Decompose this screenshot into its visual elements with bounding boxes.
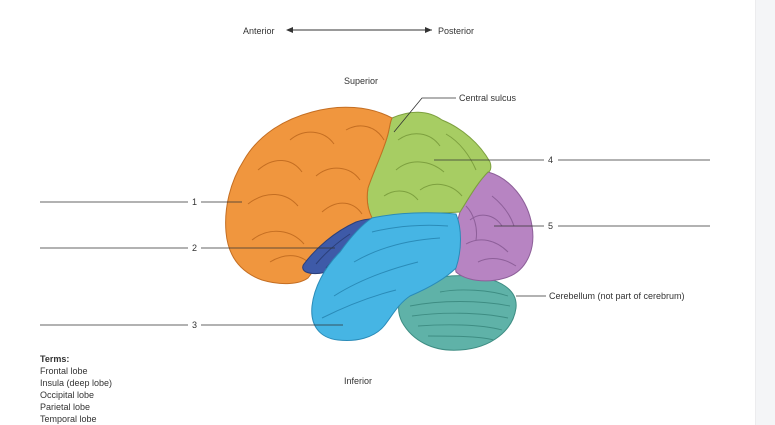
frontal-gyri xyxy=(247,125,385,267)
frontal-lobe xyxy=(225,106,393,285)
central-sulcus-leader xyxy=(393,97,456,133)
term-item: Frontal lobe xyxy=(40,366,88,376)
temporal-sulci xyxy=(321,224,449,319)
callout-number-5: 5 xyxy=(548,221,553,231)
brain-lobes-diagram: Anterior Posterior Superior Inferior Cen… xyxy=(40,26,710,386)
callout-3: 3 xyxy=(40,320,343,330)
terms-list: Terms: Frontal lobe Insula (deep lobe) O… xyxy=(40,353,112,425)
cerebellum xyxy=(398,275,517,351)
term-item: Temporal lobe xyxy=(40,414,97,424)
temporal-lobe xyxy=(311,212,461,341)
superior-label: Superior xyxy=(344,76,378,86)
callout-number-4: 4 xyxy=(548,155,553,165)
callout-number-3: 3 xyxy=(192,320,197,330)
callout-1: 1 xyxy=(40,197,242,207)
terms-heading: Terms: xyxy=(40,354,70,364)
inferior-label: Inferior xyxy=(344,376,372,386)
term-item: Occipital lobe xyxy=(40,390,95,400)
central-sulcus-label: Central sulcus xyxy=(459,93,517,103)
callout-5: 5 xyxy=(494,221,710,231)
callout-number-1: 1 xyxy=(192,197,197,207)
callout-4: 4 xyxy=(434,155,710,165)
callout-number-2: 2 xyxy=(192,243,197,253)
posterior-label: Posterior xyxy=(438,26,474,36)
anterior-label: Anterior xyxy=(243,26,275,36)
term-item: Insula (deep lobe) xyxy=(40,378,113,388)
callout-2: 2 xyxy=(40,243,335,253)
term-item: Parietal lobe xyxy=(40,402,91,412)
cerebellum-label: Cerebellum (not part of cerebrum) xyxy=(549,291,685,301)
occipital-gyri xyxy=(465,195,517,267)
vertical-scrollbar[interactable] xyxy=(755,0,775,425)
parietal-gyri xyxy=(383,133,477,201)
